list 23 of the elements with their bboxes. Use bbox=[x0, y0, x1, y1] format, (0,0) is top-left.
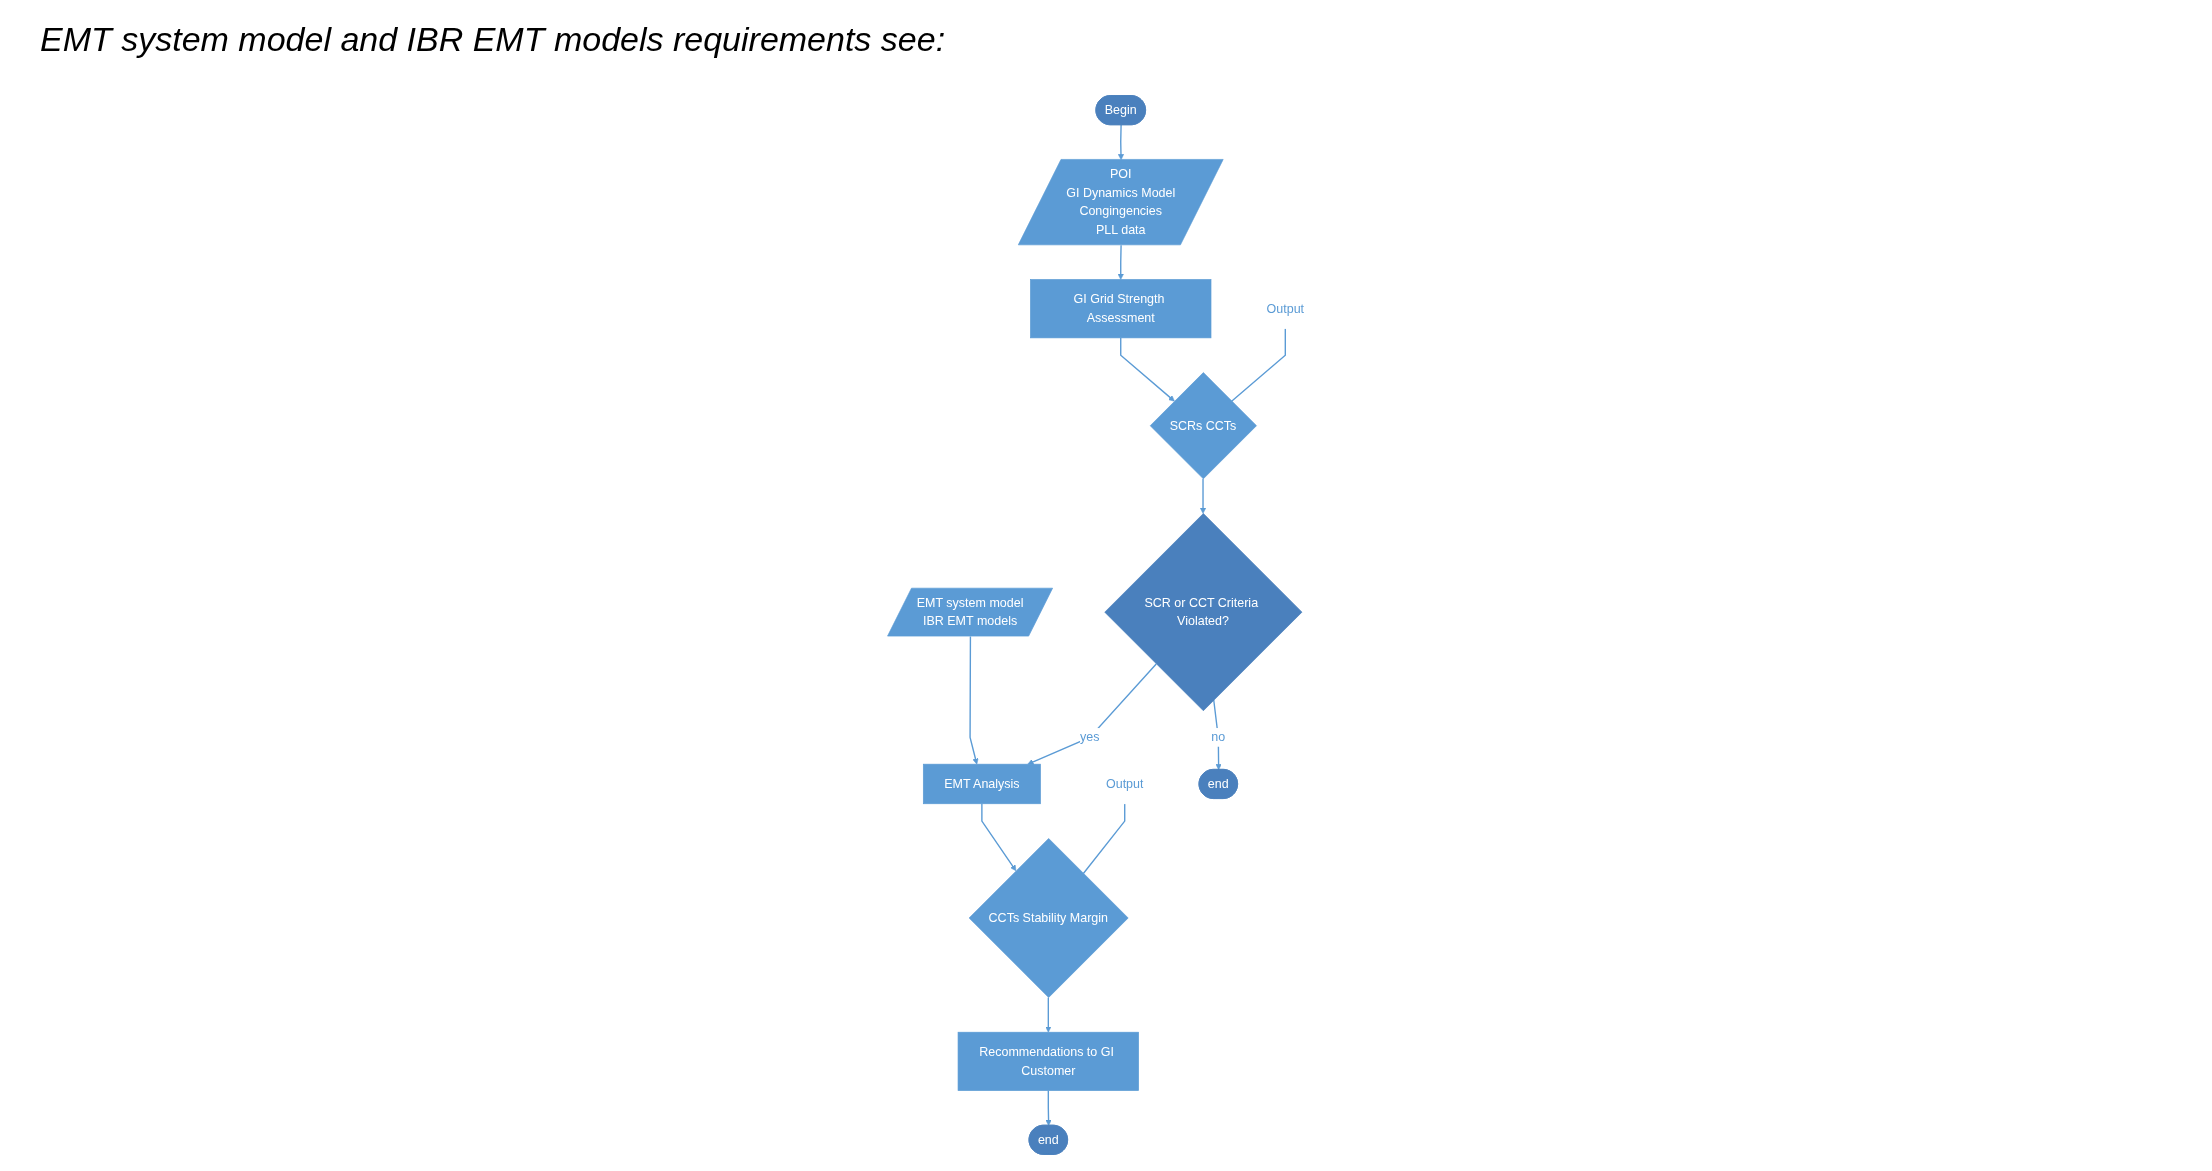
arrow bbox=[1212, 699, 1222, 771]
connector bbox=[1230, 327, 1286, 402]
node-diamond: CCTs Stability Margin bbox=[968, 838, 1129, 998]
arrow bbox=[1199, 478, 1206, 514]
node-text: Output bbox=[1266, 301, 1304, 316]
arrow bbox=[1119, 337, 1175, 402]
node-text: Output bbox=[1105, 776, 1144, 791]
node-diamond: SCR or CCT Criteria Violated? bbox=[1104, 513, 1303, 712]
edge-label: no bbox=[1211, 730, 1226, 745]
edge-label: yes bbox=[1079, 730, 1100, 745]
arrow bbox=[969, 635, 979, 765]
note-text: EMT system model and IBR EMT models requirements see: bbox=[40, 20, 946, 59]
node-box: Recommendations to GI Customer bbox=[957, 1031, 1139, 1091]
node-box: EMT Analysis bbox=[922, 763, 1041, 805]
arrow bbox=[980, 803, 1016, 872]
node-diamond: SCRs CCTs bbox=[1149, 372, 1257, 480]
arrow bbox=[1027, 663, 1157, 765]
arrow bbox=[1117, 124, 1124, 161]
arrow bbox=[1117, 244, 1124, 280]
connector bbox=[1082, 803, 1126, 875]
node-box: GI Grid Strength Assessment bbox=[1029, 279, 1212, 339]
arrow bbox=[1045, 996, 1052, 1033]
arrow bbox=[1045, 1089, 1052, 1126]
